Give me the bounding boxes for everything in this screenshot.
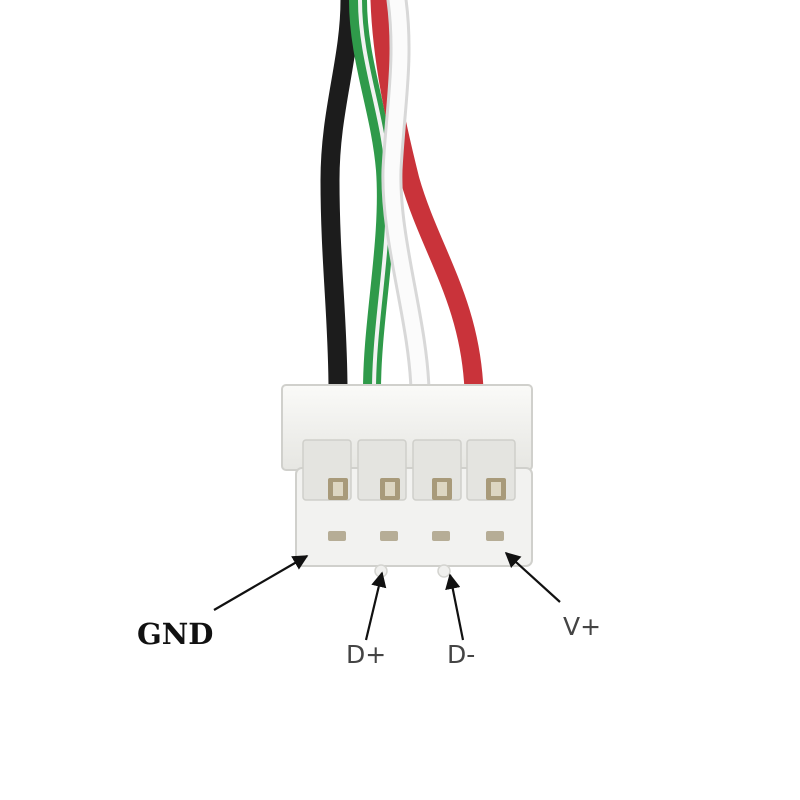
- pin-label-dminus: D-: [447, 640, 476, 669]
- pin-arrows: [213, 551, 561, 641]
- pin-label-dplus: D+: [346, 640, 387, 669]
- wire-black: [320, 0, 360, 400]
- pin-label-vplus: V+: [563, 612, 602, 641]
- arrow-dminus: [445, 573, 465, 641]
- arrow-gnd: [213, 555, 309, 611]
- wire-red: [370, 0, 484, 400]
- arrow-dplus: [364, 571, 387, 641]
- connector-housing: [281, 384, 533, 578]
- arrow-vplus: [504, 551, 561, 603]
- wire-bundle: [320, 0, 484, 401]
- wire-white-core: [384, 0, 428, 398]
- pin-label-gnd: GND: [137, 617, 214, 651]
- pin-contacts: [328, 478, 506, 500]
